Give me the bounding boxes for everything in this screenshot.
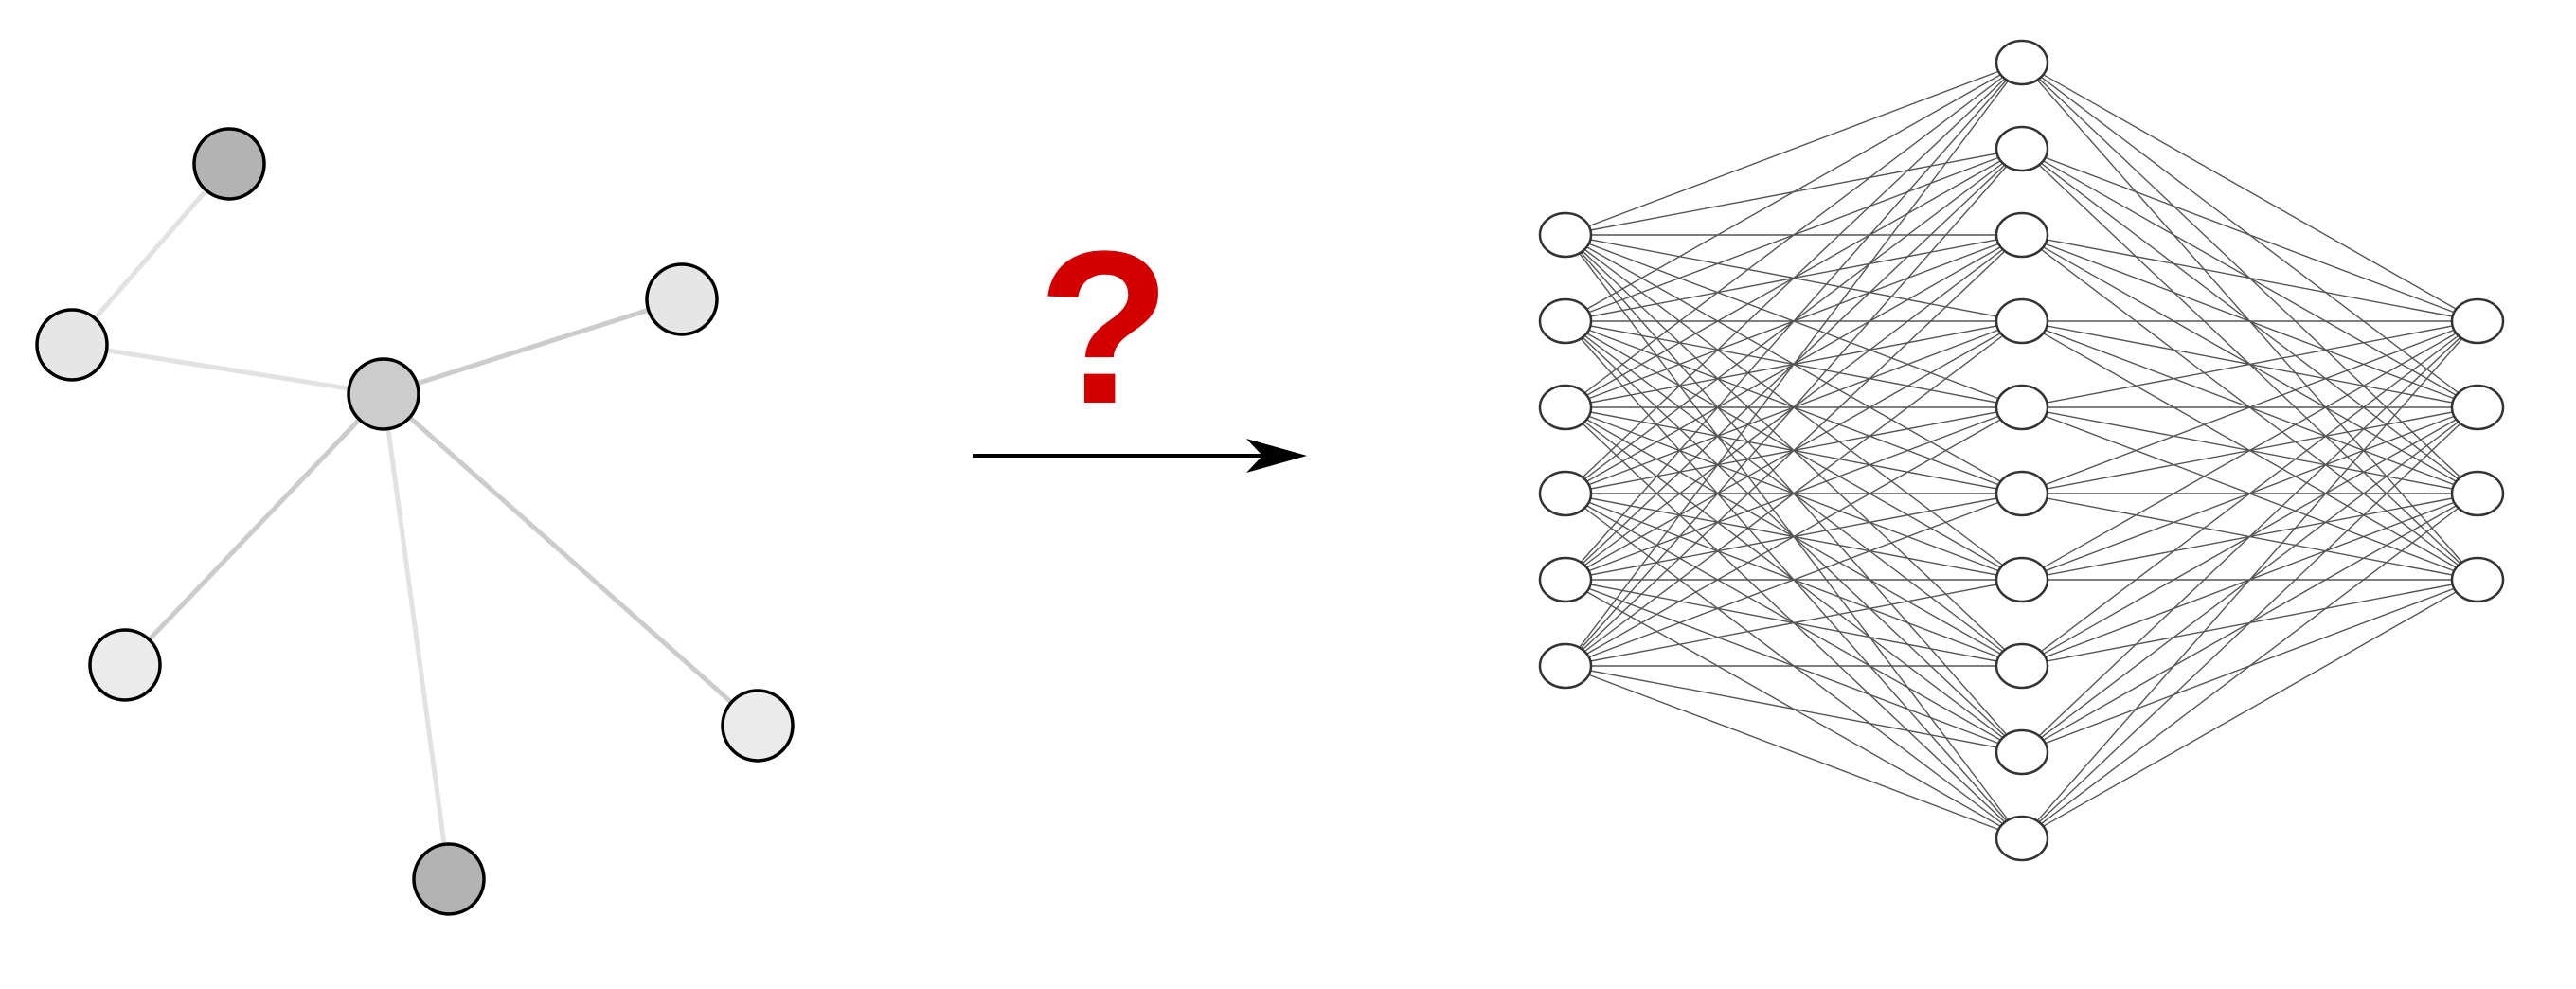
neuron-input-3 [1538,384,1593,431]
network-connection [1565,62,2023,667]
network-connection [1565,406,2023,667]
neuron-output-4 [2450,556,2505,603]
neuron-hidden-8 [1995,642,2049,690]
network-connection [1565,62,2023,408]
neuron-hidden-6 [1995,470,2049,517]
neuron-input-2 [1538,297,1593,345]
network-connection [1565,62,2023,494]
network-connection [1565,148,2023,667]
question-mark-icon: ? [1038,206,1172,449]
neuron-output-3 [2450,470,2505,517]
network-connection [2021,320,2478,581]
neuron-hidden-9 [1995,728,2049,776]
neuron-hidden-7 [1995,556,2049,603]
network-connection [2021,320,2478,667]
graph-node-bottom [412,842,486,916]
graph-edge [71,342,385,397]
neuron-hidden-4 [1995,297,2049,345]
network-connection [1565,665,2023,839]
network-connection [2021,579,2478,839]
arrow-head-icon [1246,439,1307,473]
neuron-hidden-3 [1995,211,2049,259]
network-connection [2021,320,2478,408]
graph-edge [381,393,452,880]
neuron-hidden-2 [1995,125,2049,172]
graph-edge [123,392,385,667]
graph-node-left [35,308,109,382]
network-edges [1565,62,2478,839]
network-connection [2021,234,2478,322]
network-connection [1565,62,2023,581]
graph-edge [70,162,231,347]
neuron-hidden-1 [1995,39,2049,86]
network-connection [1565,62,2023,236]
network-connection [1565,579,2023,667]
network-connection [1565,665,2023,753]
network-connection [2021,148,2478,322]
network-connection [2021,493,2478,839]
network-connection [2021,320,2478,753]
graph-edges [70,162,760,880]
graph-edge [383,297,683,397]
neuron-output-2 [2450,384,2505,431]
network-connection [2021,406,2478,839]
neuron-hidden-5 [1995,384,2049,431]
transition: ? [973,206,1307,473]
graph-nodes [35,127,795,916]
network-connection [2021,320,2478,494]
neuron-input-5 [1538,556,1593,603]
network-connection [1565,493,2023,667]
neuron-input-1 [1538,211,1593,259]
neuron-hidden-10 [1995,815,2049,862]
neuron-input-4 [1538,470,1593,517]
graph-node-lower-right [721,689,795,763]
graph-node-lower-left [88,628,162,702]
network-connection [2021,62,2478,322]
neuron-input-6 [1538,642,1593,690]
graph-node-center [347,357,420,431]
graph-edge [382,392,760,728]
graph-node-right-top [645,262,719,336]
network-nodes [1538,39,2505,862]
graph-node-top [192,127,266,201]
neuron-output-1 [2450,297,2505,345]
network-connection [1565,234,2023,667]
network-connection [1565,320,2023,667]
network-connection [1565,62,2023,322]
network-connection [2021,320,2478,839]
